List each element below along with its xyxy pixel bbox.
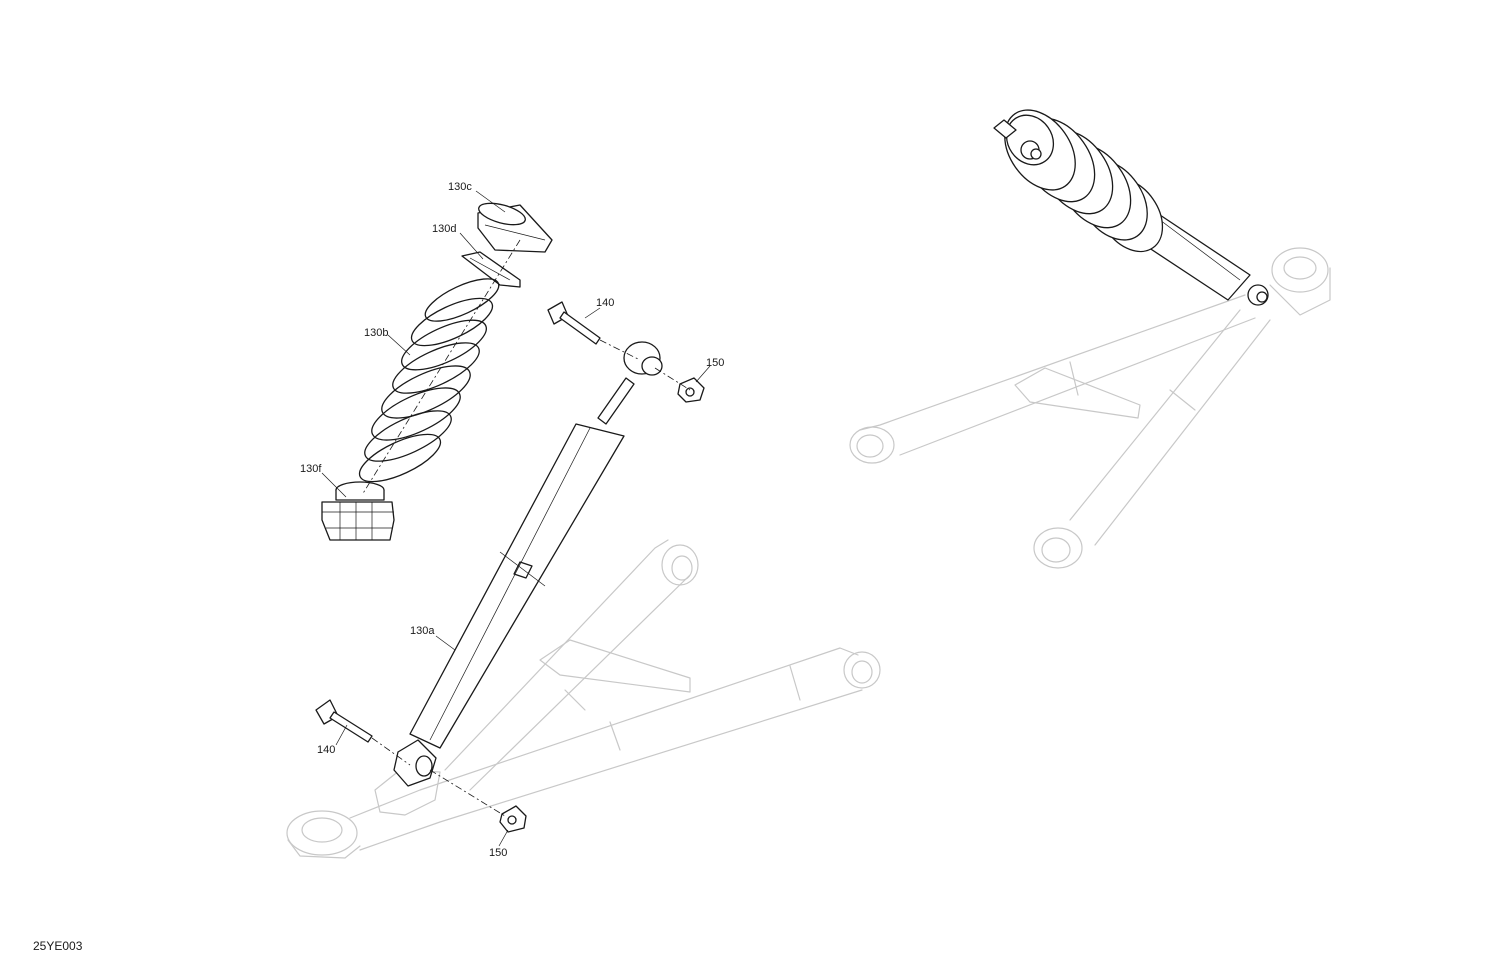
nut-150-top — [677, 377, 705, 403]
coil-spring-130b — [358, 278, 500, 483]
bolt-140-top — [547, 301, 601, 345]
callout-140-bottom: 140 — [317, 744, 335, 756]
figure-code: 25YE003 — [33, 939, 83, 953]
upper-spring-cap-130c — [477, 202, 553, 253]
callout-130a: 130a — [410, 625, 435, 637]
callout-130d: 130d — [432, 223, 456, 235]
lower-spring-seat-130f — [321, 481, 395, 541]
callout-130c: 130c — [448, 181, 472, 193]
lower-a-arm-ghost-left — [286, 539, 881, 859]
callout-130b: 130b — [364, 327, 388, 339]
callout-140-top: 140 — [596, 297, 614, 309]
bolt-140-bottom — [315, 699, 373, 743]
callout-150-top: 150 — [706, 357, 724, 369]
damper-body-130a — [393, 341, 663, 787]
callout-150-bottom: 150 — [489, 847, 507, 859]
assembled-shock-right — [993, 109, 1269, 306]
callout-130f: 130f — [300, 463, 322, 475]
nut-150-bottom — [499, 805, 527, 833]
callout-leaders — [321, 190, 711, 847]
lower-a-arm-ghost-right — [849, 247, 1331, 569]
assembly-axis-lines — [361, 239, 691, 817]
